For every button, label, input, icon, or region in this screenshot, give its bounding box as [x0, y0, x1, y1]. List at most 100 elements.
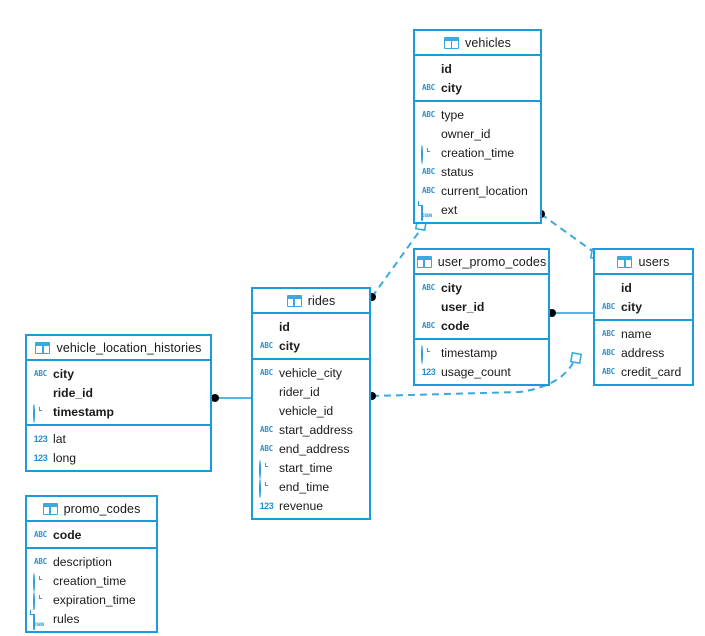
column-name: vehicle_city: [279, 365, 342, 380]
json-icon: JSON: [33, 610, 48, 630]
table-header-vehicle_location_histories[interactable]: vehicle_location_histories: [27, 336, 210, 361]
table-header-promo_codes[interactable]: promo_codes: [27, 497, 156, 522]
clock-icon: [421, 144, 436, 164]
abc-icon: ABC: [422, 320, 435, 330]
column-row[interactable]: end_time: [253, 477, 369, 498]
relationship-many-endpoint: [211, 394, 219, 402]
column-name: ext: [441, 202, 458, 217]
column-row[interactable]: id: [594, 278, 692, 297]
column-row[interactable]: start_time: [253, 458, 369, 479]
column-name: end_time: [279, 479, 330, 494]
column-row[interactable]: timestamp: [415, 343, 548, 364]
table-title: vehicles: [465, 35, 511, 50]
table-header-users[interactable]: users: [595, 250, 692, 275]
column-row[interactable]: vehicle_id: [252, 401, 369, 420]
column-name: vehicle_id: [279, 403, 334, 418]
column-row[interactable]: user_id: [414, 297, 548, 316]
column-row[interactable]: id: [252, 317, 369, 336]
column-name: city: [53, 366, 75, 381]
abc-icon: ABC: [602, 347, 615, 357]
column-name: creation_time: [53, 573, 127, 588]
column-row[interactable]: id: [414, 59, 540, 78]
table-header-user_promo_codes[interactable]: user_promo_codes: [415, 250, 548, 275]
column-name: start_address: [279, 422, 353, 437]
column-name: code: [53, 527, 82, 542]
column-name: rules: [53, 611, 80, 626]
id-icon: [252, 404, 274, 418]
column-name: expiration_time: [53, 592, 136, 607]
column-name: id: [279, 319, 290, 334]
column-row[interactable]: timestamp: [27, 402, 210, 423]
column-name: start_time: [279, 460, 333, 475]
abc-icon: ABC: [602, 366, 615, 376]
column-name: id: [441, 61, 452, 76]
column-row[interactable]: ABC vehicle_city: [253, 363, 369, 382]
id-icon: [252, 320, 274, 334]
column-row[interactable]: expiration_time: [27, 590, 156, 611]
column-name: current_location: [441, 183, 528, 198]
abc-icon: ABC: [260, 367, 273, 377]
table-icon: [416, 255, 432, 268]
column-name: usage_count: [441, 364, 511, 379]
id-icon: [252, 385, 274, 399]
clock-icon: [33, 572, 48, 592]
table-icon: [35, 341, 51, 354]
relationship-one-endpoint: [569, 351, 583, 365]
abc-icon: ABC: [602, 301, 615, 311]
column-name: name: [621, 326, 652, 341]
id-icon: [594, 281, 616, 295]
table-title: rides: [307, 293, 336, 308]
table-title: user_promo_codes: [437, 254, 547, 269]
table-header-vehicles[interactable]: vehicles: [415, 31, 540, 56]
column-row[interactable]: JSON rules: [27, 609, 156, 630]
column-name: long: [53, 450, 77, 465]
column-row[interactable]: creation_time: [27, 571, 156, 592]
column-row[interactable]: rider_id: [252, 382, 369, 401]
column-name: timestamp: [441, 345, 498, 360]
relationship-upc-users[interactable]: [548, 309, 593, 317]
123-icon: 123: [259, 500, 274, 511]
column-row[interactable]: creation_time: [415, 143, 540, 164]
column-name: user_id: [441, 299, 485, 314]
table-header-rides[interactable]: rides: [253, 289, 369, 314]
relationship-vlh-rides[interactable]: [211, 394, 251, 402]
column-name: description: [53, 554, 112, 569]
column-row[interactable]: ride_id: [26, 383, 210, 402]
abc-icon: ABC: [602, 328, 615, 338]
column-name: city: [441, 80, 463, 95]
clock-icon: [421, 344, 436, 364]
column-row[interactable]: owner_id: [414, 124, 540, 143]
column-row[interactable]: ABC name: [595, 324, 692, 343]
